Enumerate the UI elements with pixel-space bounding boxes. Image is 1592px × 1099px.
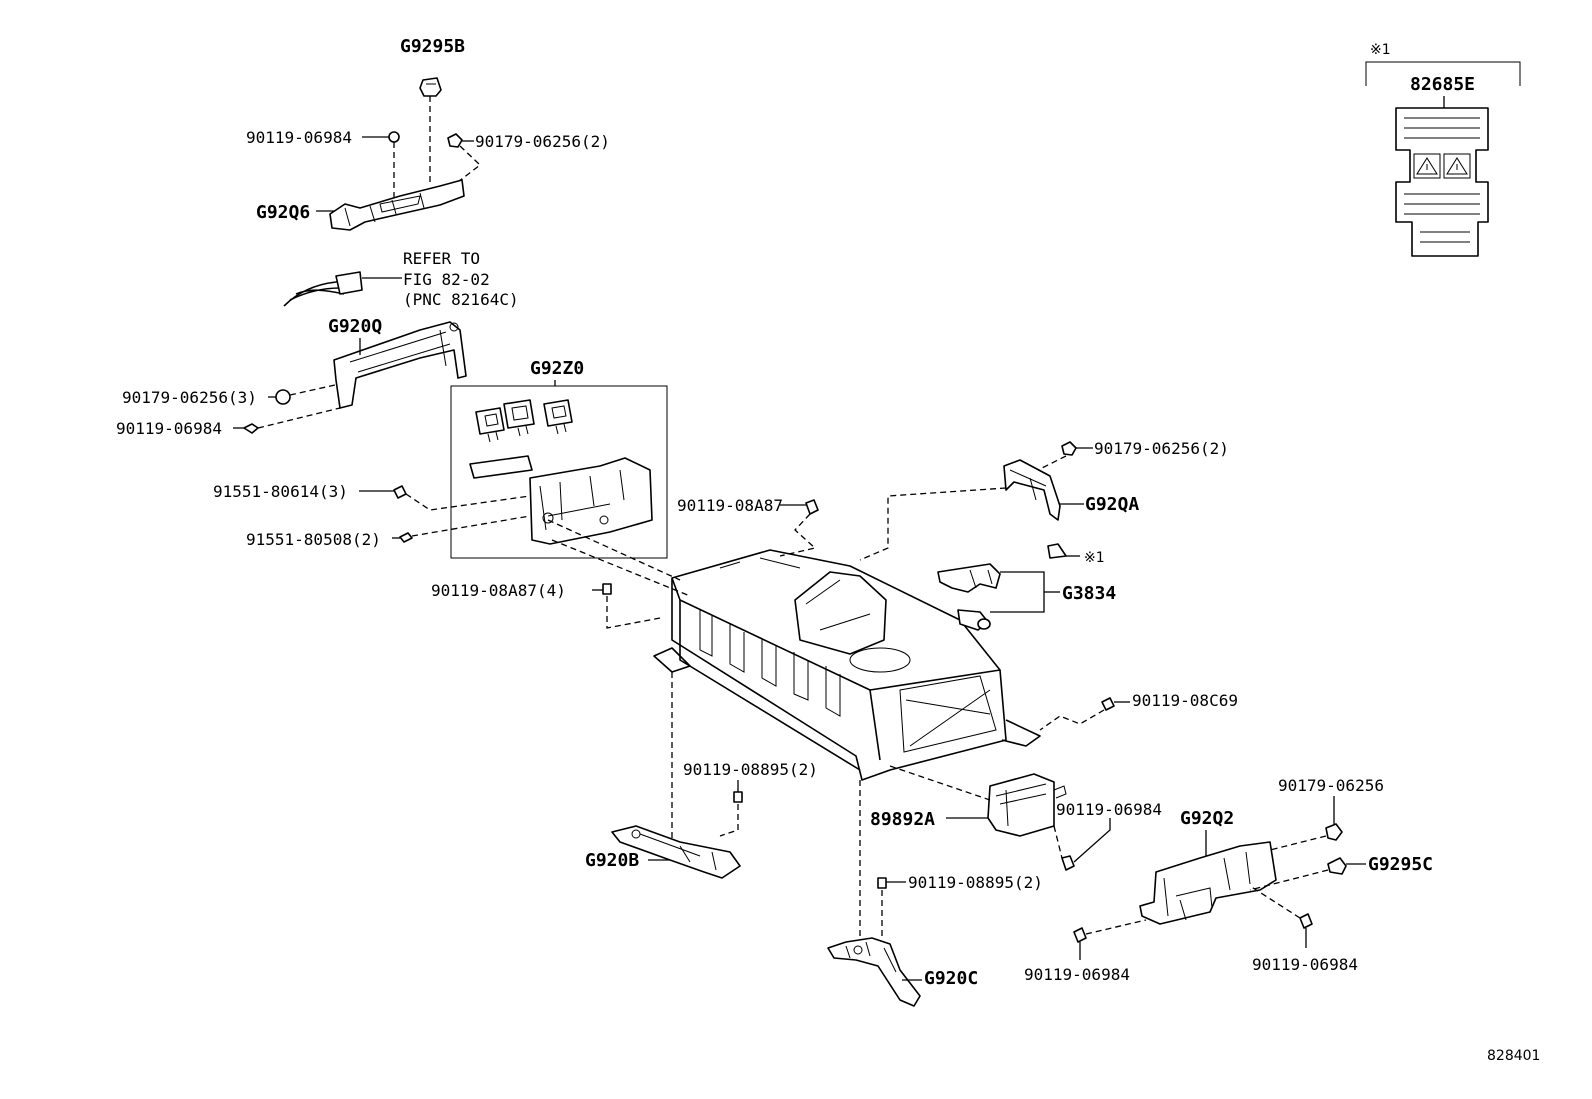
- label-90119-06984-left[interactable]: 90119-06984: [116, 419, 222, 438]
- nut-90179-06256-g92q2: [1325, 823, 1343, 841]
- label-90119-08895-2-right[interactable]: 90119-08895(2): [908, 873, 1043, 892]
- relay-set: [469, 399, 573, 479]
- label-90179-06256[interactable]: 90179-06256: [1278, 776, 1384, 795]
- battery-case: [653, 549, 1041, 781]
- label-90119-06984-bottom-left[interactable]: 90119-06984: [1024, 965, 1130, 984]
- label-91551-80508-2[interactable]: 91551-80508(2): [246, 530, 381, 549]
- label-refer-to-line1[interactable]: REFER TO: [403, 249, 480, 268]
- label-g92z0[interactable]: G92Z0: [530, 358, 584, 379]
- bolt-90119-06984-left: [233, 423, 259, 434]
- label-90179-06256-3[interactable]: 90179-06256(3): [122, 388, 257, 407]
- label-90179-06256-2-top[interactable]: 90179-06256(2): [475, 132, 610, 151]
- label-g92qa[interactable]: G92QA: [1085, 494, 1139, 515]
- label-90119-06984-bottom-right[interactable]: 90119-06984: [1252, 955, 1358, 974]
- bolt-90119-08c69: [1101, 697, 1130, 711]
- relay-block: [529, 457, 653, 545]
- label-refer-to-line2[interactable]: FIG 82-02: [403, 270, 490, 289]
- label-90119-08c69[interactable]: 90119-08C69: [1132, 691, 1238, 710]
- label-g920q[interactable]: G920Q: [328, 316, 382, 337]
- note-ref-1[interactable]: ※1: [1084, 550, 1105, 566]
- g92z0-box: [450, 385, 668, 559]
- g920c-bracket: [827, 937, 921, 1007]
- label-89892a[interactable]: 89892A: [870, 809, 935, 830]
- bolt-90119-06984-bl: [1073, 927, 1087, 960]
- label-g920b[interactable]: G920B: [585, 850, 639, 871]
- label-90179-06256-2-right[interactable]: 90179-06256(2): [1094, 439, 1229, 458]
- bolt-90119-08895-left: [733, 780, 743, 803]
- label-g920c[interactable]: G920C: [924, 968, 978, 989]
- label-82685e[interactable]: 82685E: [1410, 74, 1475, 95]
- caution-label-plate: [1395, 107, 1489, 257]
- note-1-box-title[interactable]: ※1: [1370, 42, 1391, 58]
- label-g3834[interactable]: G3834: [1062, 583, 1116, 604]
- nut-90179-06256-right: [1061, 441, 1093, 456]
- label-90119-08a87-4[interactable]: 90119-08A87(4): [431, 581, 566, 600]
- label-90119-08a87[interactable]: 90119-08A87: [677, 496, 783, 515]
- label-g92q6[interactable]: G92Q6: [256, 202, 310, 223]
- g920b-bracket: [611, 825, 741, 879]
- g3834-sensor: [937, 563, 1001, 631]
- bolt-90119-08895-right: [877, 877, 906, 889]
- label-g92q2[interactable]: G92Q2: [1180, 808, 1234, 829]
- bolt-90119-08a87-4: [592, 583, 612, 595]
- label-90119-06984-top[interactable]: 90119-06984: [246, 128, 352, 147]
- label-90119-06984-ecu[interactable]: 90119-06984: [1056, 800, 1162, 819]
- label-plate-small: [1047, 543, 1080, 559]
- figure-number: 828401: [1487, 1048, 1540, 1064]
- g92qa-bracket: [1003, 459, 1061, 521]
- label-g9295b[interactable]: G9295B: [400, 36, 465, 57]
- wire-harness: [283, 271, 402, 307]
- 89892a-module: [987, 773, 1067, 837]
- label-refer-to-line3[interactable]: (PNC 82164C): [403, 290, 519, 309]
- g9295b-part: [419, 77, 442, 97]
- label-91551-80614-3[interactable]: 91551-80614(3): [213, 482, 348, 501]
- bolt-90119-06984-ecu: [1061, 855, 1075, 871]
- g92q6-bracket: [329, 179, 465, 231]
- bolt-90119-08a87: [780, 499, 819, 515]
- g92q2-bracket: [1139, 841, 1277, 925]
- bolt-91551-80508: [392, 532, 413, 543]
- g9295c-part: [1327, 857, 1366, 875]
- bolt-90119-06984-top: [362, 131, 400, 143]
- nut-90179-06256-3: [268, 389, 291, 405]
- bolt-91551-80614: [359, 485, 407, 499]
- label-g9295c[interactable]: G9295C: [1368, 854, 1433, 875]
- label-90119-08895-2-left[interactable]: 90119-08895(2): [683, 760, 818, 779]
- nut-90179-06256-top: [447, 133, 474, 148]
- bolt-90119-06984-br: [1299, 913, 1313, 948]
